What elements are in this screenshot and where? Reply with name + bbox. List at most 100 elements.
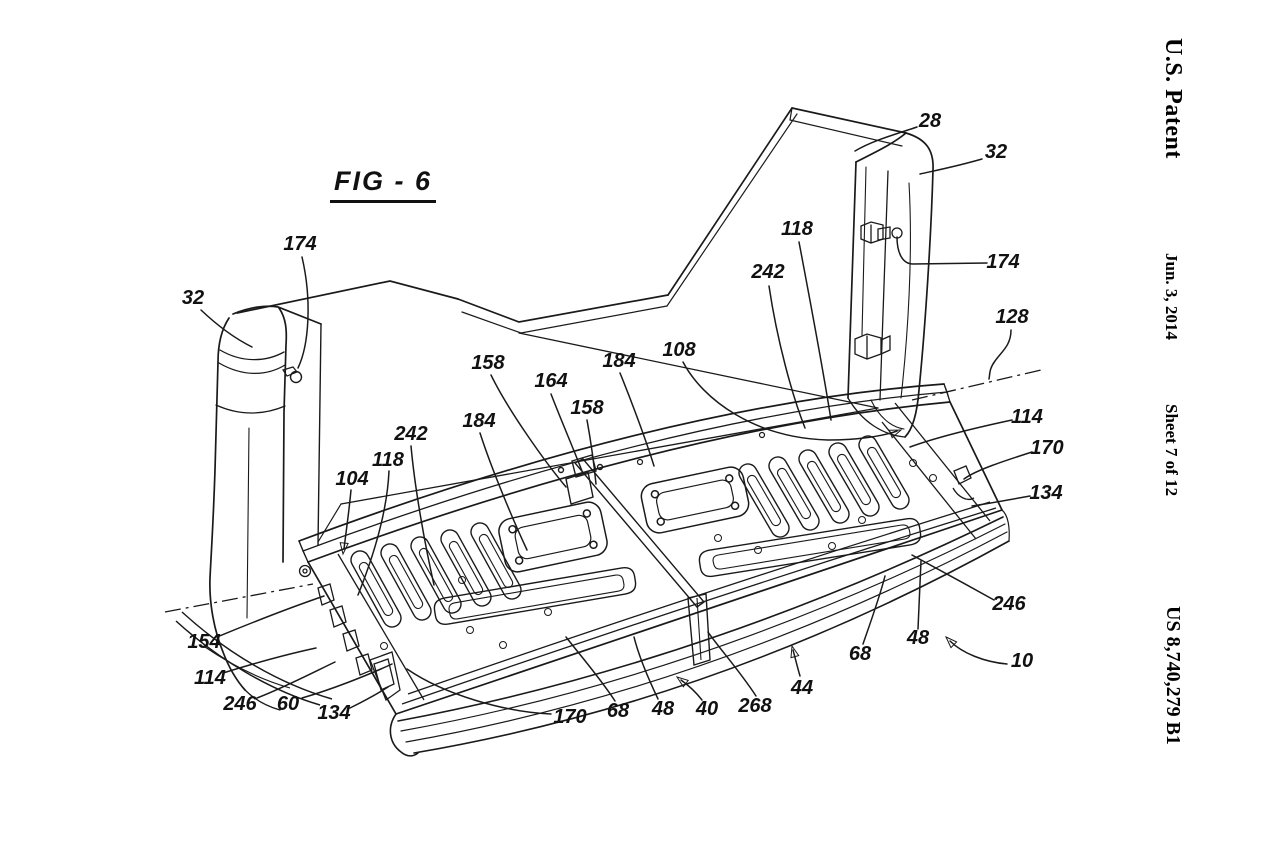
ref-numeral-170: 170 xyxy=(1030,437,1063,459)
stadium-embossment-inner xyxy=(837,453,871,506)
leader-line xyxy=(410,445,435,586)
ref-numeral-174: 174 xyxy=(986,251,1019,273)
bolt xyxy=(754,546,762,554)
striker-hardware-upper xyxy=(860,221,903,244)
ref-numeral-40: 40 xyxy=(695,698,718,720)
leader-line xyxy=(565,636,616,702)
leader-line xyxy=(949,640,1008,665)
ref-numeral-128: 128 xyxy=(995,306,1029,328)
hinge-axis-centerline-right xyxy=(911,369,1042,401)
vehicle-body-sill-curves xyxy=(175,611,333,706)
rail-bolt xyxy=(758,431,766,439)
ref-numeral-108: 108 xyxy=(662,339,696,361)
stadium-embossment xyxy=(738,463,790,538)
stadium-embossment-inner xyxy=(448,540,484,596)
stadium-embossment xyxy=(768,456,820,531)
leader-line xyxy=(682,361,898,441)
leader-arrowhead xyxy=(944,635,958,649)
leader-line xyxy=(798,241,832,421)
leader-line xyxy=(619,372,655,467)
leader-line xyxy=(911,554,995,601)
ref-numeral-114: 114 xyxy=(1011,406,1043,428)
leader-arrowhead xyxy=(675,676,690,688)
tailgate-panel-assembly xyxy=(298,383,1003,715)
leader-line xyxy=(917,560,922,630)
ref-numeral-118: 118 xyxy=(781,218,814,240)
bolt xyxy=(544,608,552,616)
leader-line xyxy=(909,419,1013,448)
ref-numeral-68: 68 xyxy=(849,643,872,665)
leader-arrowhead xyxy=(339,542,349,556)
figure-title: FIG - 6 xyxy=(330,166,437,203)
ref-numeral-48: 48 xyxy=(651,698,675,720)
leader-line xyxy=(919,158,983,175)
leader-line xyxy=(633,636,659,700)
leader-line xyxy=(971,495,1031,507)
leader-line xyxy=(216,595,325,638)
leader-line xyxy=(479,432,528,551)
stamped-stadium-embossments xyxy=(350,435,910,628)
leader-line xyxy=(222,647,317,674)
leader-line xyxy=(707,631,757,697)
channel-trough-inner xyxy=(448,574,625,620)
leader-line xyxy=(862,575,886,645)
leader-line xyxy=(988,329,1012,380)
leader-line xyxy=(550,393,583,472)
stamped-channel-troughs xyxy=(433,517,922,625)
leader-line xyxy=(854,126,918,152)
stadium-embossment-inner xyxy=(418,547,454,603)
bolt xyxy=(714,534,722,542)
leader-line xyxy=(768,285,806,429)
access-plate-left xyxy=(498,501,608,573)
leader-line xyxy=(490,374,567,488)
ref-numeral-164: 164 xyxy=(534,370,567,392)
ref-numeral-242: 242 xyxy=(750,261,784,283)
leader-line xyxy=(680,679,703,701)
ref-numeral-242: 242 xyxy=(393,423,427,445)
stadium-embossment-inner xyxy=(807,460,841,513)
ref-numeral-44: 44 xyxy=(790,677,813,699)
bolt xyxy=(458,576,466,584)
access-plate-right xyxy=(640,466,750,534)
stadium-embossment xyxy=(440,529,492,607)
stadium-embossment-inner xyxy=(388,554,424,610)
panel-end-cap-right xyxy=(881,402,991,540)
leader-line xyxy=(792,649,801,677)
ref-numeral-32: 32 xyxy=(985,141,1007,163)
hinge-pin-left xyxy=(289,370,303,384)
ref-numeral-134: 134 xyxy=(1029,482,1062,504)
stadium-embossment xyxy=(828,442,880,517)
ref-numeral-114: 114 xyxy=(194,667,226,689)
bolt xyxy=(380,642,388,650)
hinge-axis-centerline-left xyxy=(164,583,314,613)
leader-lines xyxy=(200,126,1033,715)
ref-numeral-134: 134 xyxy=(317,702,350,724)
bolt xyxy=(929,474,937,482)
stadium-embossment xyxy=(380,543,432,621)
ref-numeral-184: 184 xyxy=(462,410,495,432)
stadium-embossment-inner xyxy=(777,467,811,520)
rail-bolt xyxy=(636,458,644,466)
bolt xyxy=(909,459,917,467)
leader-line xyxy=(896,236,988,265)
fastener-bolts xyxy=(380,431,937,650)
ref-numeral-68: 68 xyxy=(607,700,630,722)
left-pillar xyxy=(209,305,322,711)
seam-divider-tab xyxy=(687,593,711,666)
leader-line xyxy=(963,451,1033,480)
stadium-embossment xyxy=(858,435,910,510)
leader-line xyxy=(256,661,336,699)
leader-arrowheads xyxy=(339,429,958,688)
leader-line xyxy=(349,686,389,709)
ref-numeral-246: 246 xyxy=(222,693,257,715)
stadium-embossment-inner xyxy=(867,446,901,499)
stadium-embossment xyxy=(350,550,402,628)
leader-arrowhead xyxy=(790,644,800,659)
leader-line xyxy=(297,256,309,369)
leader-line xyxy=(586,419,597,485)
ref-numeral-28: 28 xyxy=(918,110,942,132)
ref-numeral-104: 104 xyxy=(335,468,368,490)
